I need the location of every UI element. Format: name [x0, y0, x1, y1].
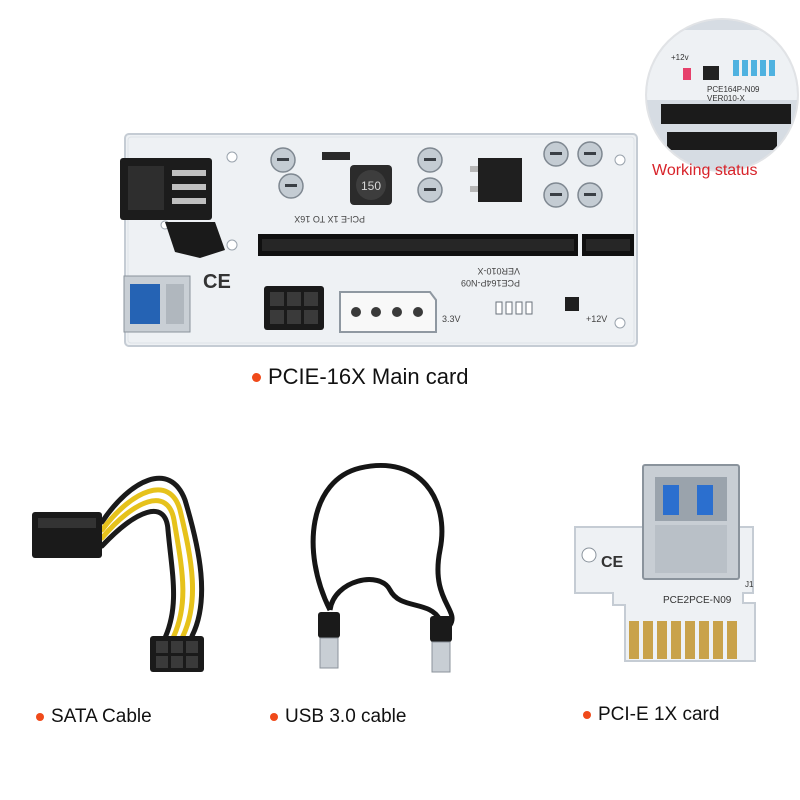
main-card-image: 150 CE PCI-E 1X TO 16X PCE164P-N09 VER01… [120, 133, 638, 347]
usb-cable-caption-text: USB 3.0 cable [285, 706, 407, 727]
main-model-text: PCE164P-N09 [461, 278, 520, 288]
riser-model-text: PCE2PCE-N09 [663, 595, 732, 606]
working-status-label: Working status [652, 162, 758, 179]
sata-cable-image [32, 476, 205, 672]
status-12v-text: +12v [671, 53, 689, 62]
pcie-1x-card-caption: PCI-E 1X card [583, 704, 719, 726]
sata-cable-caption-text: SATA Cable [51, 706, 152, 727]
working-status-inset: +12v PCE164P-N09 VER010-X [645, 18, 799, 172]
main-12v-text: +12V [586, 314, 607, 324]
pcie-1x-card-caption-text: PCI-E 1X card [598, 704, 720, 725]
main-33v-text: 3.3V [442, 314, 461, 324]
status-version-text: VER010-X [707, 94, 745, 103]
inductor-label: 150 [361, 179, 381, 193]
usb-cable-image [310, 463, 455, 673]
bullet-dot [36, 713, 44, 721]
main-card-caption: PCIE-16X Main card [252, 364, 469, 390]
bullet-dot [252, 372, 261, 382]
working-status-image: +12v PCE164P-N09 VER010-X [647, 20, 797, 170]
status-model-text: PCE164P-N09 [707, 85, 760, 94]
riser-ce-mark: CE [601, 554, 624, 571]
usb-cable-caption: USB 3.0 cable [270, 706, 406, 728]
main-card-caption-text: PCIE-16X Main card [268, 364, 469, 389]
bullet-dot [583, 711, 591, 719]
sata-cable-caption: SATA Cable [36, 706, 152, 728]
main-ce-mark: CE [203, 271, 231, 293]
riser-j1-text: J1 [745, 580, 754, 589]
main-slot-text: PCI-E 1X TO 16X [294, 214, 365, 224]
main-version-text: VER010-X [477, 266, 520, 276]
pcie-1x-card-image: CE PCE2PCE-N09 J1 [574, 464, 756, 662]
bullet-dot [270, 713, 278, 721]
